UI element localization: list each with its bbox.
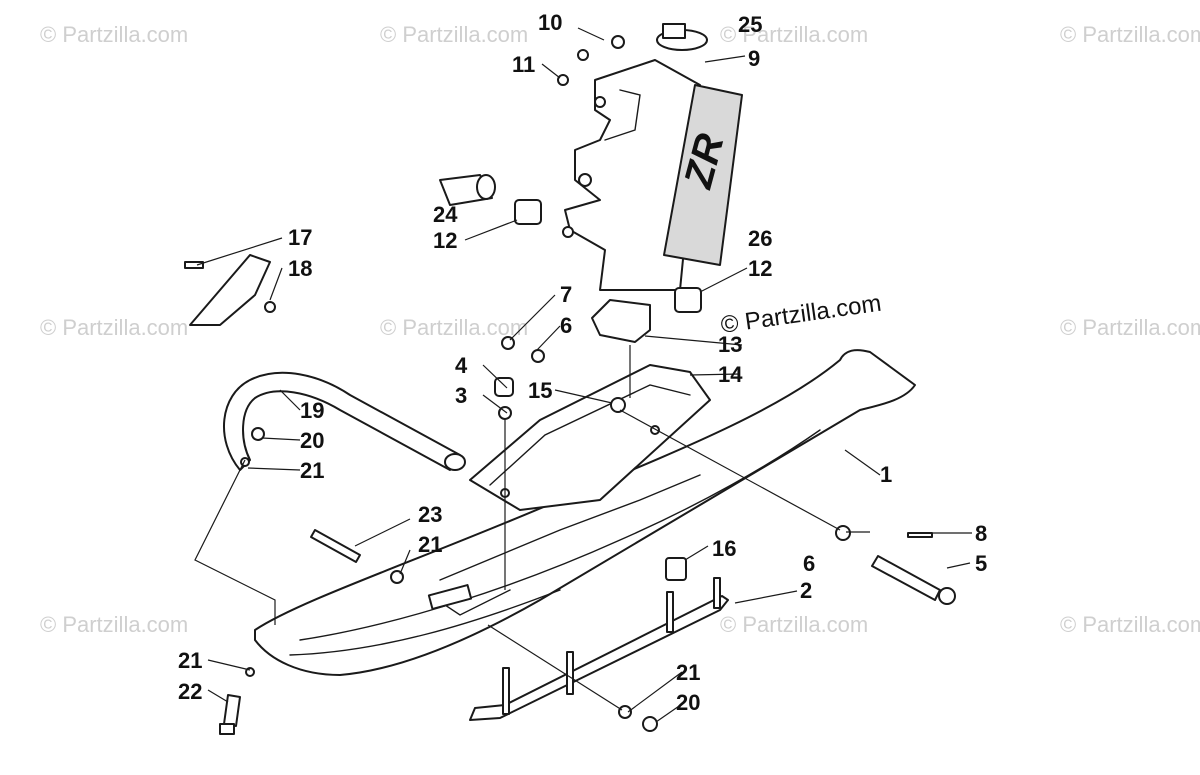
callout-11: 11 — [512, 52, 535, 77]
callout-1: 1 — [880, 462, 892, 487]
callout-12: 12 — [748, 256, 772, 281]
callout-layer: 1 2 3 4 5 6 6 7 8 9 10 11 12 12 13 14 15… — [178, 10, 987, 715]
decal: ZR — [663, 84, 743, 266]
callout-16: 16 — [712, 536, 736, 561]
hardware — [240, 35, 933, 732]
callout-2: 2 — [800, 578, 812, 603]
callout-12: 12 — [433, 228, 457, 253]
callout-3: 3 — [455, 383, 467, 408]
callout-18: 18 — [288, 256, 312, 281]
leader-lines — [194, 27, 972, 723]
watermark: © Partzilla.com — [1060, 315, 1200, 340]
callout-5: 5 — [975, 551, 987, 576]
callout-9: 9 — [748, 46, 760, 71]
callout-21: 21 — [418, 532, 442, 557]
callout-6: 6 — [803, 551, 815, 576]
watermark: © Partzilla.com — [380, 315, 528, 340]
watermark: © Partzilla.com — [1060, 22, 1200, 47]
callout-4: 4 — [455, 353, 468, 378]
watermark: © Partzilla.com — [40, 22, 188, 47]
bolts — [219, 529, 956, 735]
callout-17: 17 — [288, 225, 312, 250]
callout-21: 21 — [676, 660, 700, 685]
wear-bar — [469, 577, 729, 721]
callout-23: 23 — [418, 502, 442, 527]
callout-15: 15 — [528, 378, 552, 403]
callout-14: 14 — [718, 362, 743, 387]
watermark: © Partzilla.com — [720, 22, 868, 47]
callout-10: 10 — [538, 10, 562, 35]
watermark: © Partzilla.com — [720, 612, 868, 637]
ski — [254, 349, 916, 676]
callout-26: 26 — [748, 226, 772, 251]
watermark: © Partzilla.com — [40, 612, 188, 637]
callout-20: 20 — [676, 690, 700, 715]
callout-24: 24 — [433, 202, 458, 227]
callout-6: 6 — [560, 313, 572, 338]
bushings — [439, 174, 702, 343]
callout-21: 21 — [178, 648, 202, 673]
callout-7: 7 — [560, 282, 572, 307]
ski-saddle — [469, 364, 711, 511]
ski-loop — [223, 371, 466, 471]
callout-22: 22 — [178, 679, 202, 704]
callout-21: 21 — [300, 458, 324, 483]
callout-8: 8 — [975, 521, 987, 546]
watermark: © Partzilla.com — [40, 315, 188, 340]
brand-label: © Partzilla.com — [719, 290, 883, 339]
callout-13: 13 — [718, 332, 742, 357]
watermark: © Partzilla.com — [1060, 612, 1200, 637]
watermark: © Partzilla.com — [380, 22, 528, 47]
callout-25: 25 — [738, 12, 762, 37]
bracket — [184, 254, 276, 326]
callout-19: 19 — [300, 398, 324, 423]
callout-20: 20 — [300, 428, 324, 453]
